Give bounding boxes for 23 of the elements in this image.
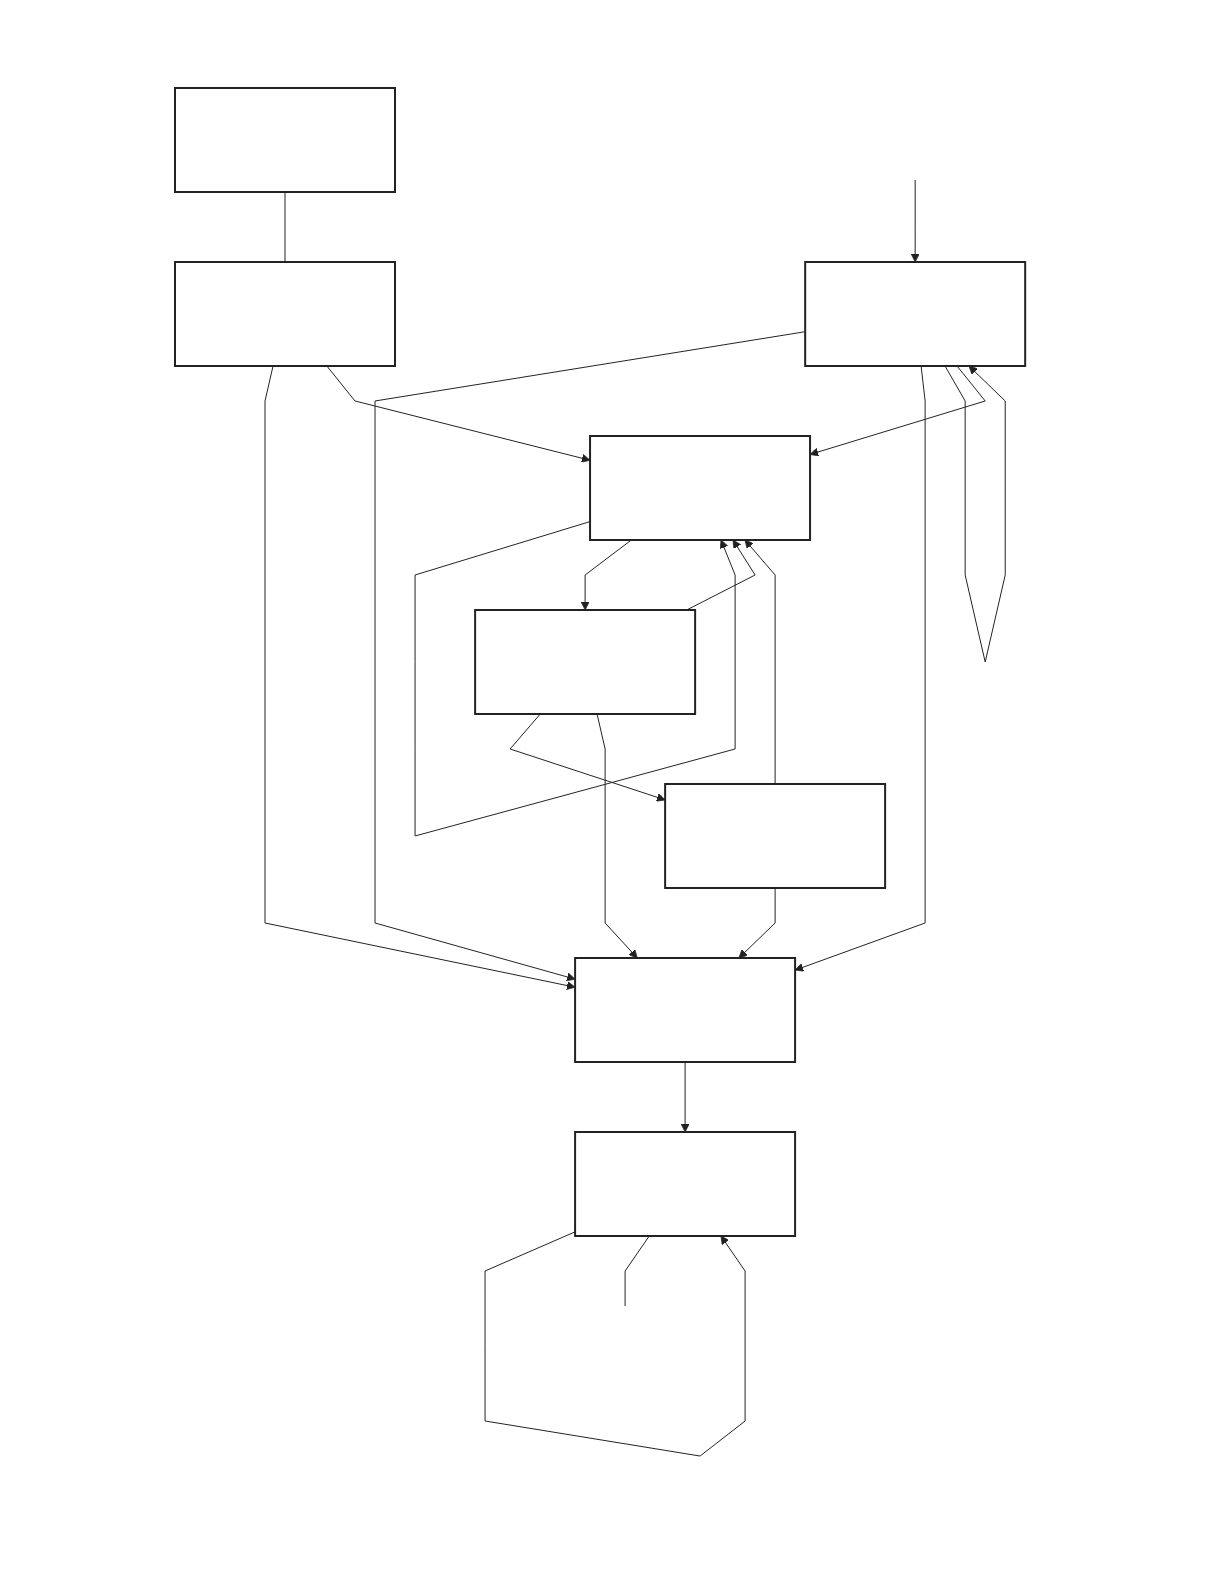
node-box <box>173 87 396 193</box>
connector <box>284 191 286 263</box>
node-box <box>574 1131 796 1237</box>
arrow <box>744 539 776 785</box>
arrow <box>809 365 986 457</box>
node-box <box>588 435 811 541</box>
arrow <box>910 179 920 263</box>
arrow <box>484 1231 746 1457</box>
node-box <box>574 957 796 1063</box>
arrow <box>738 887 776 959</box>
arrow <box>686 539 756 611</box>
node-box <box>664 783 887 889</box>
arrow <box>414 521 736 837</box>
arrow <box>374 331 806 982</box>
arrow <box>264 365 576 990</box>
arrow <box>596 713 638 959</box>
arrow <box>680 1061 690 1133</box>
node-box <box>474 609 697 715</box>
arrow <box>580 539 632 611</box>
arrow <box>509 713 666 802</box>
connector <box>624 1235 650 1307</box>
node-box <box>173 261 396 367</box>
node-box <box>804 261 1027 367</box>
